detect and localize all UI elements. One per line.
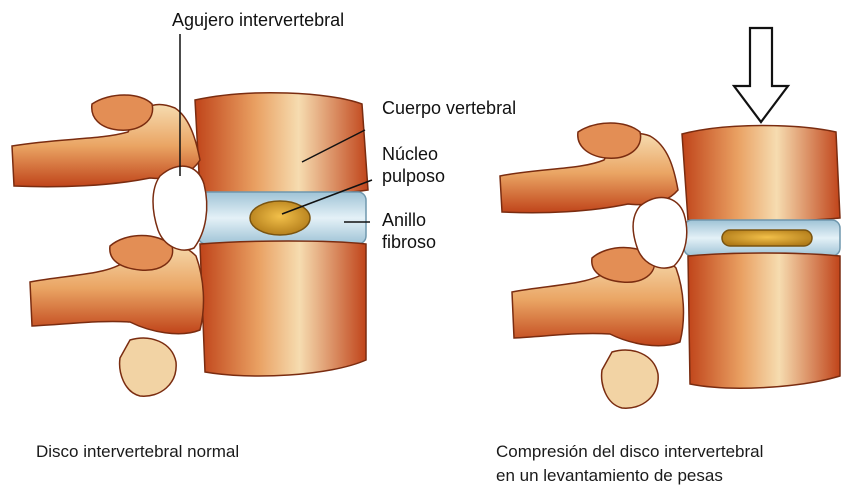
upper-superior-facet-compressed — [578, 123, 641, 158]
down-arrow-icon — [734, 28, 788, 122]
upper-vertebral-body-compressed — [682, 126, 840, 222]
compressed-nucleus-pulposus — [722, 230, 812, 246]
lower-vertebral-body-compressed — [688, 253, 840, 388]
nucleus-label-line2: pulposo — [382, 166, 445, 187]
intervertebral-foramen — [153, 166, 207, 250]
normal-vertebrae — [12, 93, 368, 396]
compressed-vertebrae — [500, 123, 840, 408]
annulus-label-line1: Anillo — [382, 210, 426, 231]
lower-vertebral-body — [200, 241, 366, 376]
annulus-label-line2: fibroso — [382, 232, 436, 253]
normal-caption: Disco intervertebral normal — [36, 440, 239, 464]
nucleus-label-line1: Núcleo — [382, 144, 438, 165]
upper-vertebral-body — [195, 93, 368, 195]
foramen-label: Agujero intervertebral — [172, 10, 344, 31]
compressed-caption-line2: en un levantamiento de pesas — [496, 464, 723, 488]
lower-spinous-base-compressed — [602, 350, 659, 408]
upper-superior-facet — [92, 95, 153, 130]
compressed-caption-line1: Compresión del disco intervertebral — [496, 440, 763, 464]
vertebral-body-label: Cuerpo vertebral — [382, 98, 516, 119]
lower-spinous-base — [120, 338, 177, 396]
